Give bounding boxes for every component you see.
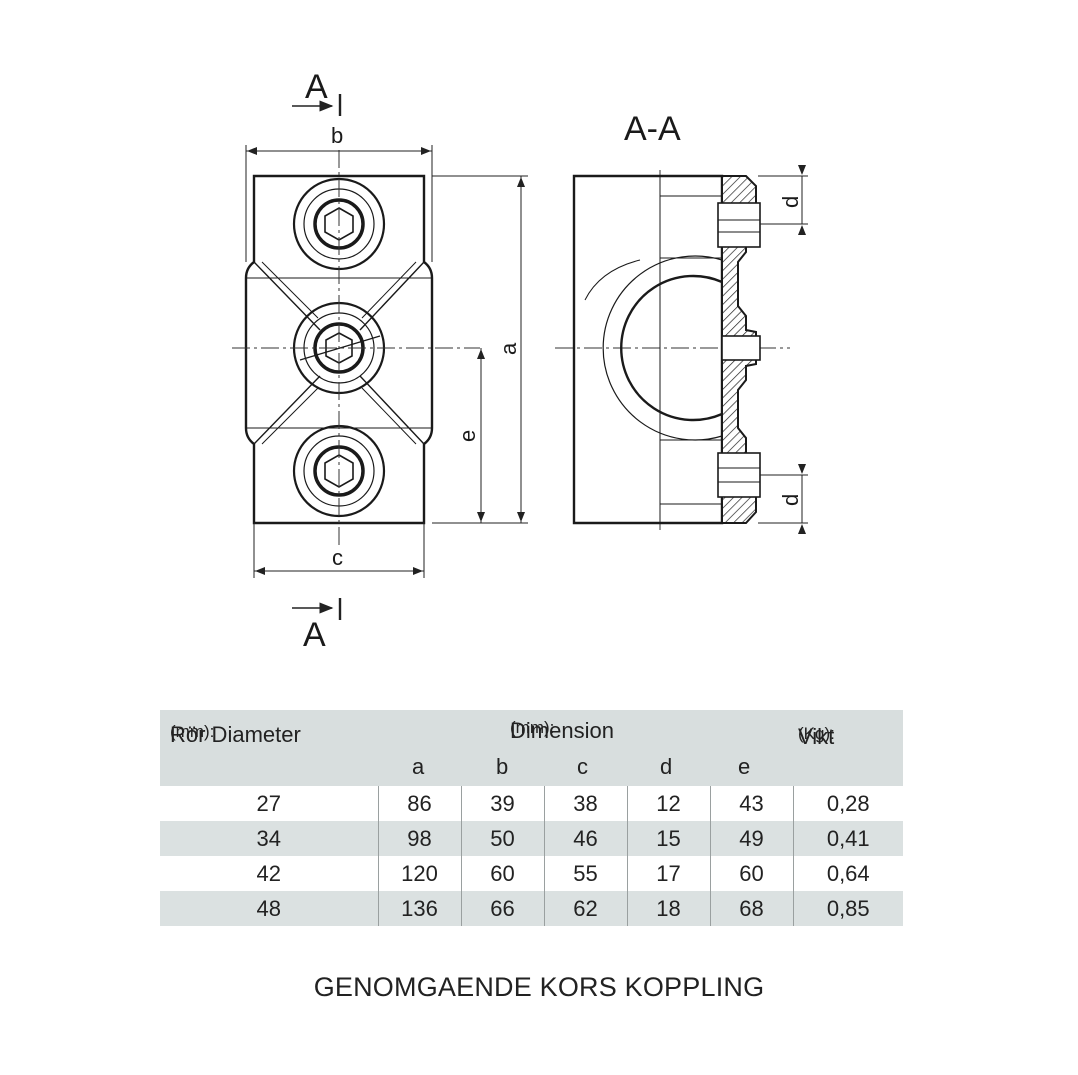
cell-d: 15	[626, 821, 710, 856]
cell-pipe: 34	[160, 821, 378, 856]
dimension-d-bottom: d	[758, 464, 808, 534]
dimension-table: 27 86 39 38 12 43 0,28 34 98 50 46 15 49…	[160, 786, 903, 926]
col-a-header: a	[412, 754, 425, 779]
cell-c: 38	[543, 786, 627, 821]
section-title: A-A	[624, 110, 681, 148]
cell-d: 18	[626, 891, 710, 926]
svg-text:c: c	[332, 545, 343, 570]
table-row: 34 98 50 46 15 49 0,41	[160, 821, 903, 856]
section-view	[572, 174, 761, 525]
cell-weight: 0,41	[792, 821, 903, 856]
cell-c: 62	[543, 891, 627, 926]
cell-b: 39	[460, 786, 544, 821]
table-header: Rör Diameter (mm): Dimension (mm): Vikt …	[160, 710, 903, 786]
technical-drawing: A A b c a e A-A	[232, 68, 808, 654]
col-e-header: e	[738, 754, 751, 779]
cell-weight: 0,85	[792, 891, 903, 926]
cell-pipe: 27	[160, 786, 378, 821]
col-b-header: b	[496, 754, 509, 779]
cell-weight: 0,64	[792, 856, 903, 891]
dimension-c: c	[253, 523, 425, 578]
cell-e: 68	[709, 891, 793, 926]
svg-text:d: d	[778, 494, 803, 506]
table-row: 27 86 39 38 12 43 0,28	[160, 786, 903, 821]
section-mark-bottom: A	[292, 598, 342, 654]
table-row: 48 136 66 62 18 68 0,85	[160, 891, 903, 926]
cell-e: 49	[709, 821, 793, 856]
section-mark-top: A	[292, 68, 342, 116]
dimension-e: e	[455, 348, 485, 523]
cell-b: 60	[460, 856, 544, 891]
svg-text:a: a	[496, 342, 521, 355]
cell-a: 120	[377, 856, 461, 891]
col-c-header: c	[577, 754, 588, 779]
svg-text:d: d	[778, 196, 803, 208]
cell-weight: 0,28	[792, 786, 903, 821]
cell-a: 98	[377, 821, 461, 856]
dimension-a: a	[432, 175, 528, 524]
product-caption: GENOMGAENDE KORS KOPPLING	[313, 972, 765, 1002]
cell-d: 12	[626, 786, 710, 821]
cell-b: 50	[460, 821, 544, 856]
cell-c: 46	[543, 821, 627, 856]
cell-c: 55	[543, 856, 627, 891]
cell-pipe: 48	[160, 891, 378, 926]
svg-text:e: e	[455, 430, 480, 442]
cell-d: 17	[626, 856, 710, 891]
svg-text:A: A	[303, 616, 326, 654]
cell-pipe: 42	[160, 856, 378, 891]
dimension-d-top: d	[758, 165, 808, 235]
cell-a: 86	[377, 786, 461, 821]
svg-text:b: b	[331, 123, 343, 148]
dimension-b: b	[245, 123, 433, 262]
cell-a: 136	[377, 891, 461, 926]
table-row: 42 120 60 55 17 60 0,64	[160, 856, 903, 891]
col-d-header: d	[660, 754, 673, 779]
svg-text:A: A	[305, 68, 328, 106]
cell-e: 60	[709, 856, 793, 891]
cell-e: 43	[709, 786, 793, 821]
cell-b: 66	[460, 891, 544, 926]
